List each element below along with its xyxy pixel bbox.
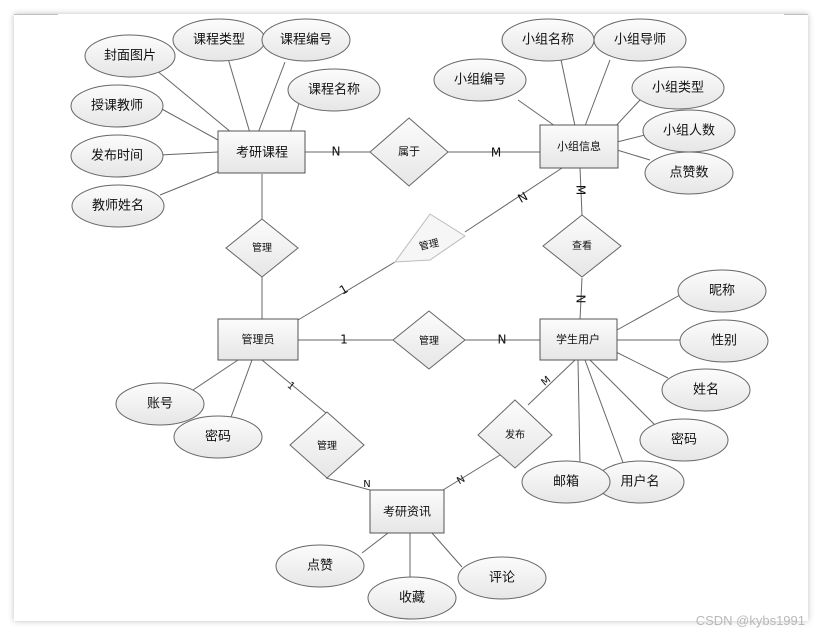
entity-student-label: 学生用户 xyxy=(556,332,600,346)
card-belongs-group: M xyxy=(491,146,501,160)
rel-manage-group-label: 管理 xyxy=(418,236,440,253)
entity-boxes xyxy=(217,124,619,534)
attr-course-no xyxy=(261,18,351,62)
attr-course-name xyxy=(287,68,381,112)
attr-like-label: 点赞 xyxy=(307,559,333,574)
entity-course-label: 考研课程 xyxy=(236,146,288,161)
attr-group-mentor xyxy=(593,18,687,62)
rel-manage-user xyxy=(392,310,466,370)
rel-manage-news-label: 管理 xyxy=(317,439,337,452)
corner-mark-right xyxy=(784,14,808,15)
attr-nickname-label: 昵称 xyxy=(709,284,735,299)
attr-like xyxy=(275,544,365,588)
card-view-group: M xyxy=(574,185,588,195)
attr-username-label: 用户名 xyxy=(620,474,659,490)
rel-manage-user-label: 管理 xyxy=(419,334,439,347)
entity-admin-label: 管理员 xyxy=(242,332,275,346)
attr-likes-label: 点赞数 xyxy=(669,166,708,181)
attr-student-pwd-label: 密码 xyxy=(671,432,697,448)
attr-course-type-label: 课程类型 xyxy=(193,33,245,48)
attr-cover-label: 封面图片 xyxy=(104,49,156,64)
attr-email xyxy=(521,460,611,504)
attr-group-type-label: 小组类型 xyxy=(652,81,704,96)
rel-manage-course-label: 管理 xyxy=(252,241,272,254)
attr-publish-time xyxy=(70,134,164,178)
attr-nickname xyxy=(677,269,767,313)
connector-lines xyxy=(149,54,682,578)
entity-news xyxy=(369,489,445,534)
attr-student-pwd xyxy=(639,418,729,462)
attribute-ellipses xyxy=(70,18,769,620)
corner-mark-left xyxy=(14,14,58,15)
card-belongs-course: N xyxy=(332,145,341,159)
attr-gender-label: 性别 xyxy=(711,334,737,349)
attr-course-no-label: 课程编号 xyxy=(280,33,332,48)
rel-view-label: 查看 xyxy=(572,239,592,252)
card-publish-news: N xyxy=(455,474,467,487)
card-manage-user-student: N xyxy=(498,333,507,347)
attr-group-size-label: 小组人数 xyxy=(663,124,715,139)
rel-publish-label: 发布 xyxy=(505,428,525,441)
rel-belongs xyxy=(369,117,449,187)
rel-manage-group xyxy=(393,213,466,263)
attr-real-name-label: 姓名 xyxy=(693,382,719,398)
entity-group-label: 小组信息 xyxy=(557,139,601,153)
entity-news-label: 考研资讯 xyxy=(383,505,431,519)
card-manage-user-admin: 1 xyxy=(340,333,348,347)
attr-email-label: 邮箱 xyxy=(553,474,579,490)
attr-publish-time-label: 发布时间 xyxy=(91,148,143,164)
attr-teacher-name xyxy=(71,184,165,228)
card-manage-news-admin: 1 xyxy=(285,380,297,393)
attr-favorite-label: 收藏 xyxy=(399,591,425,606)
attr-cover xyxy=(84,34,176,78)
card-view-student: N xyxy=(574,295,588,304)
attr-teacher xyxy=(70,84,164,128)
attr-group-name-label: 小组名称 xyxy=(522,32,574,48)
attr-account-label: 账号 xyxy=(147,397,173,412)
entity-student xyxy=(539,318,618,361)
attr-teacher-label: 授课教师 xyxy=(91,98,143,114)
entity-group xyxy=(539,124,619,169)
watermark-text: CSDN @kybs1991 xyxy=(695,613,805,628)
attr-admin-pwd-label: 密码 xyxy=(205,429,231,445)
attr-account xyxy=(115,382,205,426)
attr-comment-label: 评论 xyxy=(489,571,515,586)
rel-view xyxy=(542,214,622,278)
card-manage-news-news: N xyxy=(363,479,370,490)
rel-belongs-label: 属于 xyxy=(398,145,420,158)
attr-favorite xyxy=(367,576,457,620)
card-manage-group-group: N xyxy=(515,189,530,206)
attr-gender xyxy=(679,319,769,363)
attr-admin-pwd xyxy=(173,415,263,459)
rel-manage-news xyxy=(289,411,365,479)
attr-likes xyxy=(644,151,734,195)
attr-course-name-label: 课程名称 xyxy=(308,82,360,98)
attr-teacher-name-label: 教师姓名 xyxy=(92,198,144,214)
entity-course xyxy=(217,130,306,174)
attr-comment xyxy=(457,556,547,600)
attr-group-no xyxy=(433,58,527,102)
rel-manage-course xyxy=(225,218,299,278)
entity-admin xyxy=(217,318,299,361)
relationship-diamonds xyxy=(225,117,622,479)
rel-publish xyxy=(477,399,553,469)
card-publish-student: M xyxy=(539,374,553,388)
attr-group-mentor-label: 小组导师 xyxy=(614,33,666,48)
attr-real-name xyxy=(661,368,751,412)
attr-group-type xyxy=(631,66,725,110)
attr-group-no-label: 小组编号 xyxy=(454,73,506,88)
